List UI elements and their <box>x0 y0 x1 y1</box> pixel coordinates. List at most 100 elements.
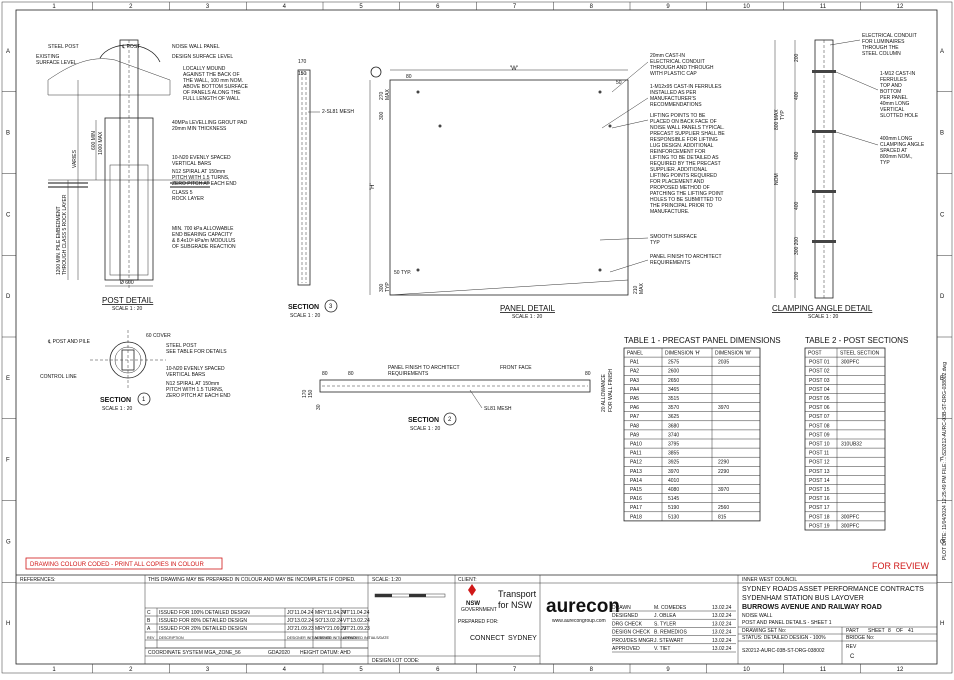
mound-note: AGAINST THE BACK OF <box>183 72 240 78</box>
dim-nom: NOM <box>774 173 780 185</box>
references-label: REFERENCES: <box>20 577 56 583</box>
scale-bar <box>374 593 446 598</box>
table-cell: PA7 <box>630 414 639 420</box>
grid-row-label: H <box>6 621 10 627</box>
colour-note: THIS DRAWING MAY BE PREPARED IN COLOUR A… <box>148 577 355 583</box>
ferrule-note: SLOTTED HOLE <box>880 113 919 119</box>
table-cell: 3680 <box>668 423 679 429</box>
client-label: CLIENT: <box>458 577 477 583</box>
table-cell: 3970 <box>718 487 729 493</box>
table-cell: 300PFC <box>841 523 860 529</box>
dim-1000-max: 1000 MAX <box>98 131 104 155</box>
steel-post-label: STEEL POST <box>48 44 79 50</box>
existing-surface-label: EXISTING <box>36 54 59 60</box>
steel-post-label-2: SEE TABLE FOR DETAILS <box>166 349 227 355</box>
allowance-note: 20 ALLOWANCE <box>601 373 607 412</box>
revision-cell: A <box>147 626 151 632</box>
title-block: REFERENCES: THIS DRAWING MAY BE PREPARED… <box>16 574 937 664</box>
spiral-note: PITCH WITH 1.5 TURNS, <box>166 387 223 393</box>
lifting-note: LIFTING POINTS TO BE <box>650 113 706 119</box>
dim-80: 80 <box>322 371 328 377</box>
bearing-note: MIN. 700 kPa ALLOWABLE <box>172 226 234 232</box>
table-cell: 4010 <box>668 478 679 484</box>
table-cell: PA3 <box>630 378 639 384</box>
grid-row-label: D <box>940 294 945 300</box>
table-cell: POST 18 <box>809 514 830 520</box>
finish-note: REQUIREMENTS <box>650 260 691 266</box>
colour-coded-note: DRAWING COLOUR CODED - PRINT ALL COPIES … <box>30 562 204 568</box>
dim-300: 300 <box>379 111 385 120</box>
connect-sydney-logo: CONNECT <box>470 635 505 642</box>
grid-column-label: 10 <box>743 667 750 673</box>
table-cell: 3570 <box>668 405 679 411</box>
grid-row-label: F <box>940 458 944 464</box>
drawing-subtitle-2: POST AND PANEL DETAILS - SHEET 1 <box>742 620 832 626</box>
grid-row-label: B <box>6 131 10 137</box>
embed-note: 1200 MIN. PILE EMBEDMENT <box>56 206 62 275</box>
dim-80: 80 <box>585 371 591 377</box>
table-cell: PA5 <box>630 396 639 402</box>
revision-cell: ISSUED FOR 20% DETAILED DESIGN <box>159 626 247 632</box>
diameter-label: Ø 600 <box>120 280 134 286</box>
ferrule-note: VERTICAL <box>880 107 905 113</box>
grid-column-label: 8 <box>590 667 594 673</box>
staff-name: B. REMEDIOS <box>654 630 687 636</box>
table-header: STEEL SECTION <box>840 351 880 357</box>
grid-column-label: 8 <box>590 4 594 10</box>
dim-max: MAX <box>639 283 645 295</box>
project-title-3: BURROWS AVENUE AND RAILWAY ROAD <box>742 604 882 611</box>
steel-post-label: STEEL POST <box>166 343 197 349</box>
embed-note: THROUGH CLASS 5 ROCK LAYER <box>62 194 68 275</box>
grid-column-label: 6 <box>436 667 440 673</box>
connect-sydney-logo-2: SYDNEY <box>508 635 537 642</box>
staff-role: PROJ/DES MNGR <box>612 638 654 644</box>
table-cell: POST 04 <box>809 387 830 393</box>
grid-column-label: 1 <box>52 4 56 10</box>
grid-column-label: 3 <box>206 667 210 673</box>
grid-column-label: 3 <box>206 4 210 10</box>
table-cell: 2290 <box>718 460 729 466</box>
conduit-note: ELECTRICAL CONDUIT <box>650 59 705 65</box>
post-detail-title: POST DETAIL <box>102 296 154 305</box>
mesh-label: SL81 MESH <box>484 406 512 412</box>
table-cell: POST 19 <box>809 523 830 529</box>
mound-note: LOCALLY MOUND <box>183 66 226 72</box>
post-detail: STEEL POST ℄ POST NOISE WALL PANEL EXIST… <box>36 39 249 312</box>
revision-cell: SO'13.02.24 <box>315 618 343 624</box>
revision-header: DESIGNER INITIALS/DATE <box>287 636 332 640</box>
dim-30: 30 <box>316 404 322 410</box>
drawing-set-label: DRAWING SET No: <box>742 628 786 634</box>
status-label: STATUS: DETAILED DESIGN - 100% <box>742 635 826 641</box>
ferrule-note: RECOMMENDATIONS <box>650 102 702 108</box>
conduit-note: THROUGH THE <box>862 45 899 51</box>
grid-column-label: 2 <box>129 4 133 10</box>
revision-cell: B <box>147 618 151 624</box>
table-cell: 5190 <box>668 505 679 511</box>
clamp-note: CLAMPING ANGLE <box>880 142 925 148</box>
table-cell: 3465 <box>668 387 679 393</box>
grid-column-label: 7 <box>513 4 517 10</box>
dim-80: 80 <box>406 74 412 80</box>
section-3-title: SECTION <box>288 304 319 311</box>
table-cell: POST 16 <box>809 496 830 502</box>
dim-max: MAX <box>385 89 391 101</box>
government-text: GOVERNMENT <box>461 607 497 613</box>
staff-date: 13.02.24 <box>712 605 732 611</box>
table-cell: PA1 <box>630 360 639 366</box>
smooth-note: SMOOTH SURFACE <box>650 234 698 240</box>
design-lot-code: DESIGN LOT CODE: <box>372 658 419 664</box>
grid-row-label: G <box>940 539 945 545</box>
conduit-note: FOR LUMINAIRES <box>862 39 905 45</box>
grid-column-label: 4 <box>283 4 287 10</box>
total-sheets: 41 <box>908 628 914 634</box>
table-cell: POST 09 <box>809 432 830 438</box>
revision-cell: JO'21.09.23 <box>287 626 314 632</box>
lifting-note: SUPPLIER. ADDITIONAL <box>650 167 707 173</box>
clamp-note: SPACED AT <box>880 148 907 154</box>
table-cell: 3855 <box>668 451 679 457</box>
revision-cell: VT'13.02.24 <box>343 618 370 624</box>
table-cell: 2650 <box>668 378 679 384</box>
dim-270: 270 <box>379 91 385 100</box>
council-name: INNER WEST COUNCIL <box>742 577 797 583</box>
